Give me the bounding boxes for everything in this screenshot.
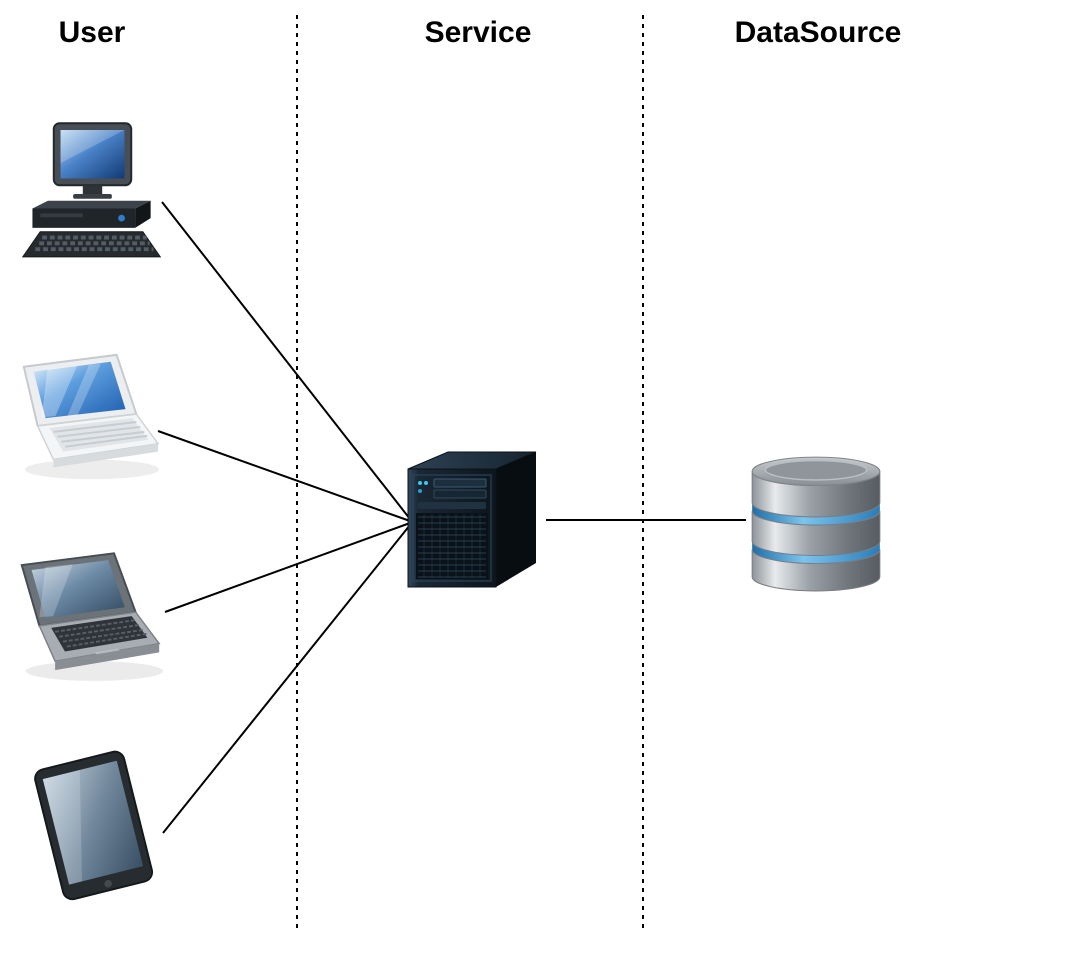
edge-dark-laptop-to-server	[164, 522, 411, 613]
lane-label-user: User	[58, 16, 126, 49]
server-tower-icon	[407, 451, 537, 588]
edge-white-laptop-to-server	[157, 430, 411, 522]
lane-label-service: Service	[424, 16, 532, 49]
edge-tablet-to-server	[162, 524, 411, 834]
database-icon	[751, 456, 881, 592]
node-tablet-client	[14, 746, 176, 910]
white-laptop-icon	[22, 353, 160, 480]
lane-label-datasource: DataSource	[734, 16, 902, 49]
tablet-icon	[34, 750, 154, 901]
dark-laptop-icon	[20, 552, 164, 681]
desktop-computer-icon	[21, 122, 162, 258]
node-white-laptop-client	[8, 352, 166, 494]
node-database	[740, 444, 892, 596]
node-service-server	[400, 445, 550, 595]
node-dark-laptop-client	[8, 548, 170, 696]
node-desktop-client	[15, 118, 170, 266]
edge-desktop-to-server	[161, 201, 411, 520]
